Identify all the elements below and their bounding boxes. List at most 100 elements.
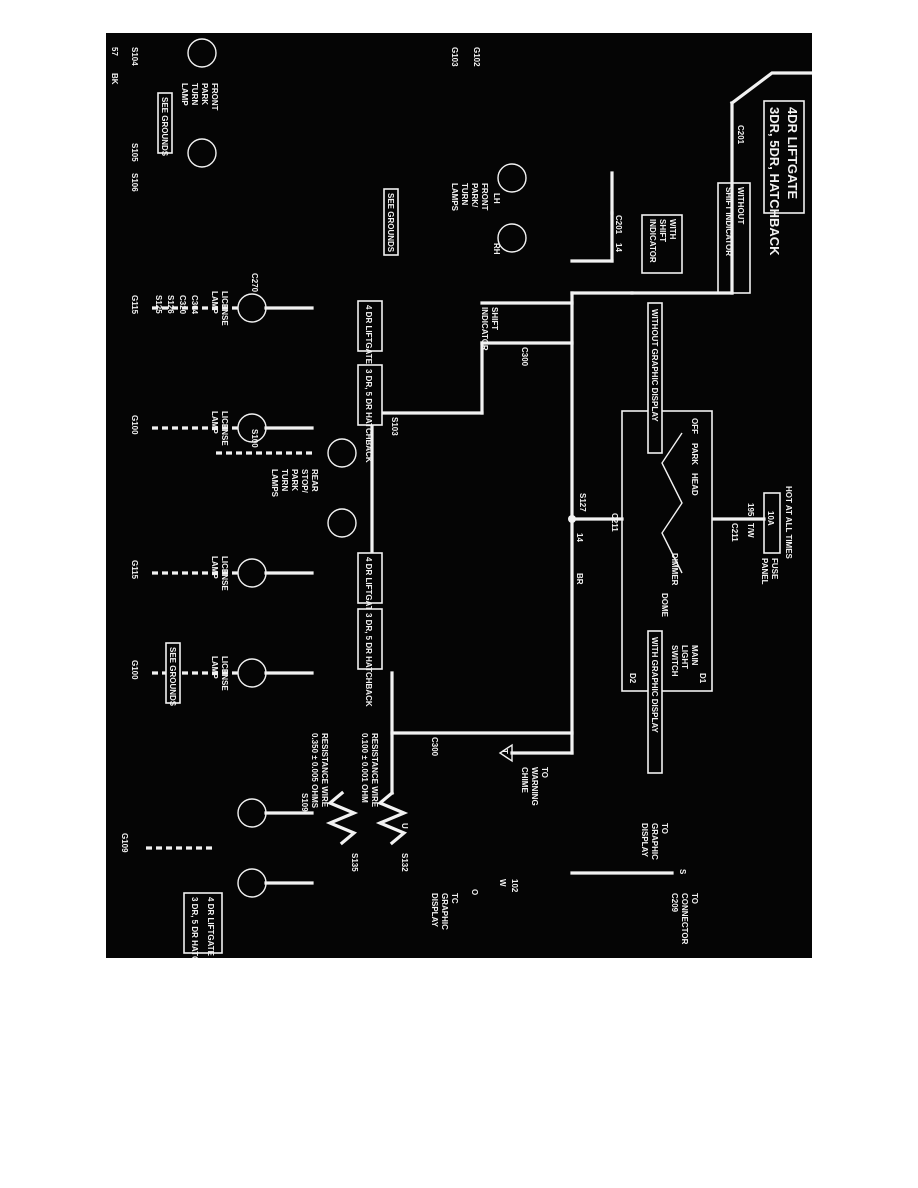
front-lamps-3: TURN (460, 183, 469, 205)
title-box (763, 100, 805, 214)
license-4-b: LAMP (210, 656, 219, 679)
s109-label: S109 (300, 793, 309, 812)
rear-lamp-lh-2 (237, 798, 267, 828)
dest-tc-1: TC (450, 893, 459, 904)
fuse-rating: 10A (766, 511, 775, 526)
wire-front-upper (729, 71, 812, 106)
without-shift-box (717, 182, 751, 294)
dest-graphic-2: GRAPHIC (650, 823, 659, 860)
main-light-switch-box (621, 410, 713, 692)
wire-102-label: 102 (510, 879, 519, 893)
c270-label: C270 (250, 273, 259, 293)
dest-warning-2: WARNING (530, 767, 539, 806)
letter-o: O (470, 889, 479, 895)
wire-bus-color: BR (575, 573, 584, 585)
without-graphic-box (647, 302, 663, 454)
fuse-label2: PANEL (760, 558, 769, 585)
switch-park: PARK (690, 443, 699, 465)
fuse-wire: T/W (746, 523, 755, 538)
switch-dome: DOME (660, 593, 669, 618)
rear-lamps-5: LAMPS (270, 469, 279, 498)
dest-graphic-3: DISPLAY (640, 823, 649, 858)
r1-label: RESISTANCE WIRE (370, 733, 379, 808)
switch-contacts (661, 432, 683, 574)
ground-g102: G102 (472, 47, 481, 67)
without-shift-1: WITHOUT (736, 187, 745, 224)
switch-label1: MAIN (690, 645, 699, 666)
s103-label: S103 (390, 417, 399, 436)
rear-lamp-rh (327, 508, 357, 538)
s135-label: S135 (350, 853, 359, 872)
rear-lamps-1: REAR (310, 469, 319, 492)
front-lamp-lh (497, 163, 527, 193)
s104-label: S104 (130, 47, 139, 66)
resistance-wire-2 (325, 790, 359, 846)
letter-t: T (500, 749, 509, 754)
shift-ind-1: SHIFT (490, 307, 499, 330)
g109-label: G109 (120, 833, 129, 853)
license-2-b: LAMP (210, 411, 219, 434)
s126-label: S126 (166, 295, 175, 314)
bk-label: BK (110, 73, 119, 85)
variant-bottom-1: 4 DR LIFTGATE (206, 897, 215, 957)
with-shift-box (641, 214, 683, 274)
see-grounds-2 (165, 642, 181, 704)
shift-ind-2: INDICATOR (480, 307, 489, 351)
with-shift-2: SHIFT (658, 219, 667, 242)
c201-lower-label: C201 (614, 215, 623, 235)
fuse-header: HOT AT ALL TIMES (784, 486, 793, 560)
see-grounds-2-label: SEE GROUNDS (168, 647, 177, 707)
front-top-4: LAMP (180, 83, 189, 106)
g115-label: G115 (130, 295, 139, 315)
dest-tc-3: DISPLAY (430, 893, 439, 928)
s125-label: S125 (154, 295, 163, 314)
wire-shift-gauge: 14 (614, 243, 623, 252)
wiring-diagram: 4DR LIFTGATE 3DR, 5DR, HATCHBACK HOT AT … (110, 38, 812, 958)
switch-dimmer: DIMMER (670, 553, 679, 586)
license-lamp-3 (237, 558, 267, 588)
letter-s: S (678, 869, 687, 875)
variant-liftgate-2-label: 4 DR LIFTGATE (364, 557, 373, 617)
dest-connector-2: CONNECTOR (680, 893, 689, 945)
fuse-label1: FUSE (770, 558, 779, 580)
g115-label-2: G115 (130, 560, 139, 580)
splice-s127-label: S127 (578, 493, 587, 512)
variant-liftgate-1-label: 4 DR LIFTGATE (364, 305, 373, 365)
c304-label: C304 (190, 295, 199, 315)
dest-graphic-1: TO (660, 823, 669, 834)
see-grounds-3 (157, 92, 173, 154)
front-top-3: TURN (190, 83, 199, 105)
resistance-wire-1 (375, 790, 409, 846)
dest-tc-2: GRAPHIC (440, 893, 449, 930)
switch-label2: LIGHT (680, 645, 689, 669)
variant-hatch-1-label: 3 DR, 5 DR HATCHBACK (364, 369, 373, 463)
wiring-diagram-sheet: 4DR LIFTGATE 3DR, 5DR, HATCHBACK HOT AT … (106, 33, 812, 958)
c300-label: C300 (520, 347, 529, 367)
wire-bus-gauge: 14 (575, 533, 584, 542)
front-lamp-rh (497, 223, 527, 253)
license-lamp-4 (237, 658, 267, 688)
front-rh-label: RH (492, 243, 501, 255)
fuse-panel-box (763, 492, 781, 554)
variant-hatch-1 (357, 364, 383, 426)
license-lamp-1 (237, 293, 267, 323)
rear-lamps-4: TURN (280, 469, 289, 491)
g100-label-2: G100 (130, 660, 139, 680)
switch-off: OFF (690, 418, 699, 434)
without-shift-2: SHIFT INDICATOR (724, 187, 733, 256)
variant-liftgate-2 (357, 552, 383, 604)
without-graphic-label: WITHOUT GRAPHIC DISPLAY (650, 309, 659, 422)
c320-label: C320 (178, 295, 187, 315)
front-lamps-4: LAMPS (450, 183, 459, 212)
variant-hatch-2-label: 3 DR, 5 DR HATCHBACK (364, 613, 373, 707)
front-lamp-top-rh (187, 138, 217, 168)
r1-value: 0.100 ± 0.001 OHM (360, 733, 369, 803)
with-graphic-box (647, 630, 663, 774)
dest-warning-3: CHIME (520, 767, 529, 793)
license-1-b: LAMP (210, 291, 219, 314)
wire-w-label: W (498, 879, 507, 887)
dest-warning-1: TO (540, 767, 549, 778)
see-grounds-1-label: SEE GROUNDS (386, 193, 395, 253)
variant-bottom-2: 3 DR, 5 DR HATCHBACK (190, 897, 199, 958)
s100-label: S100 (250, 429, 259, 448)
